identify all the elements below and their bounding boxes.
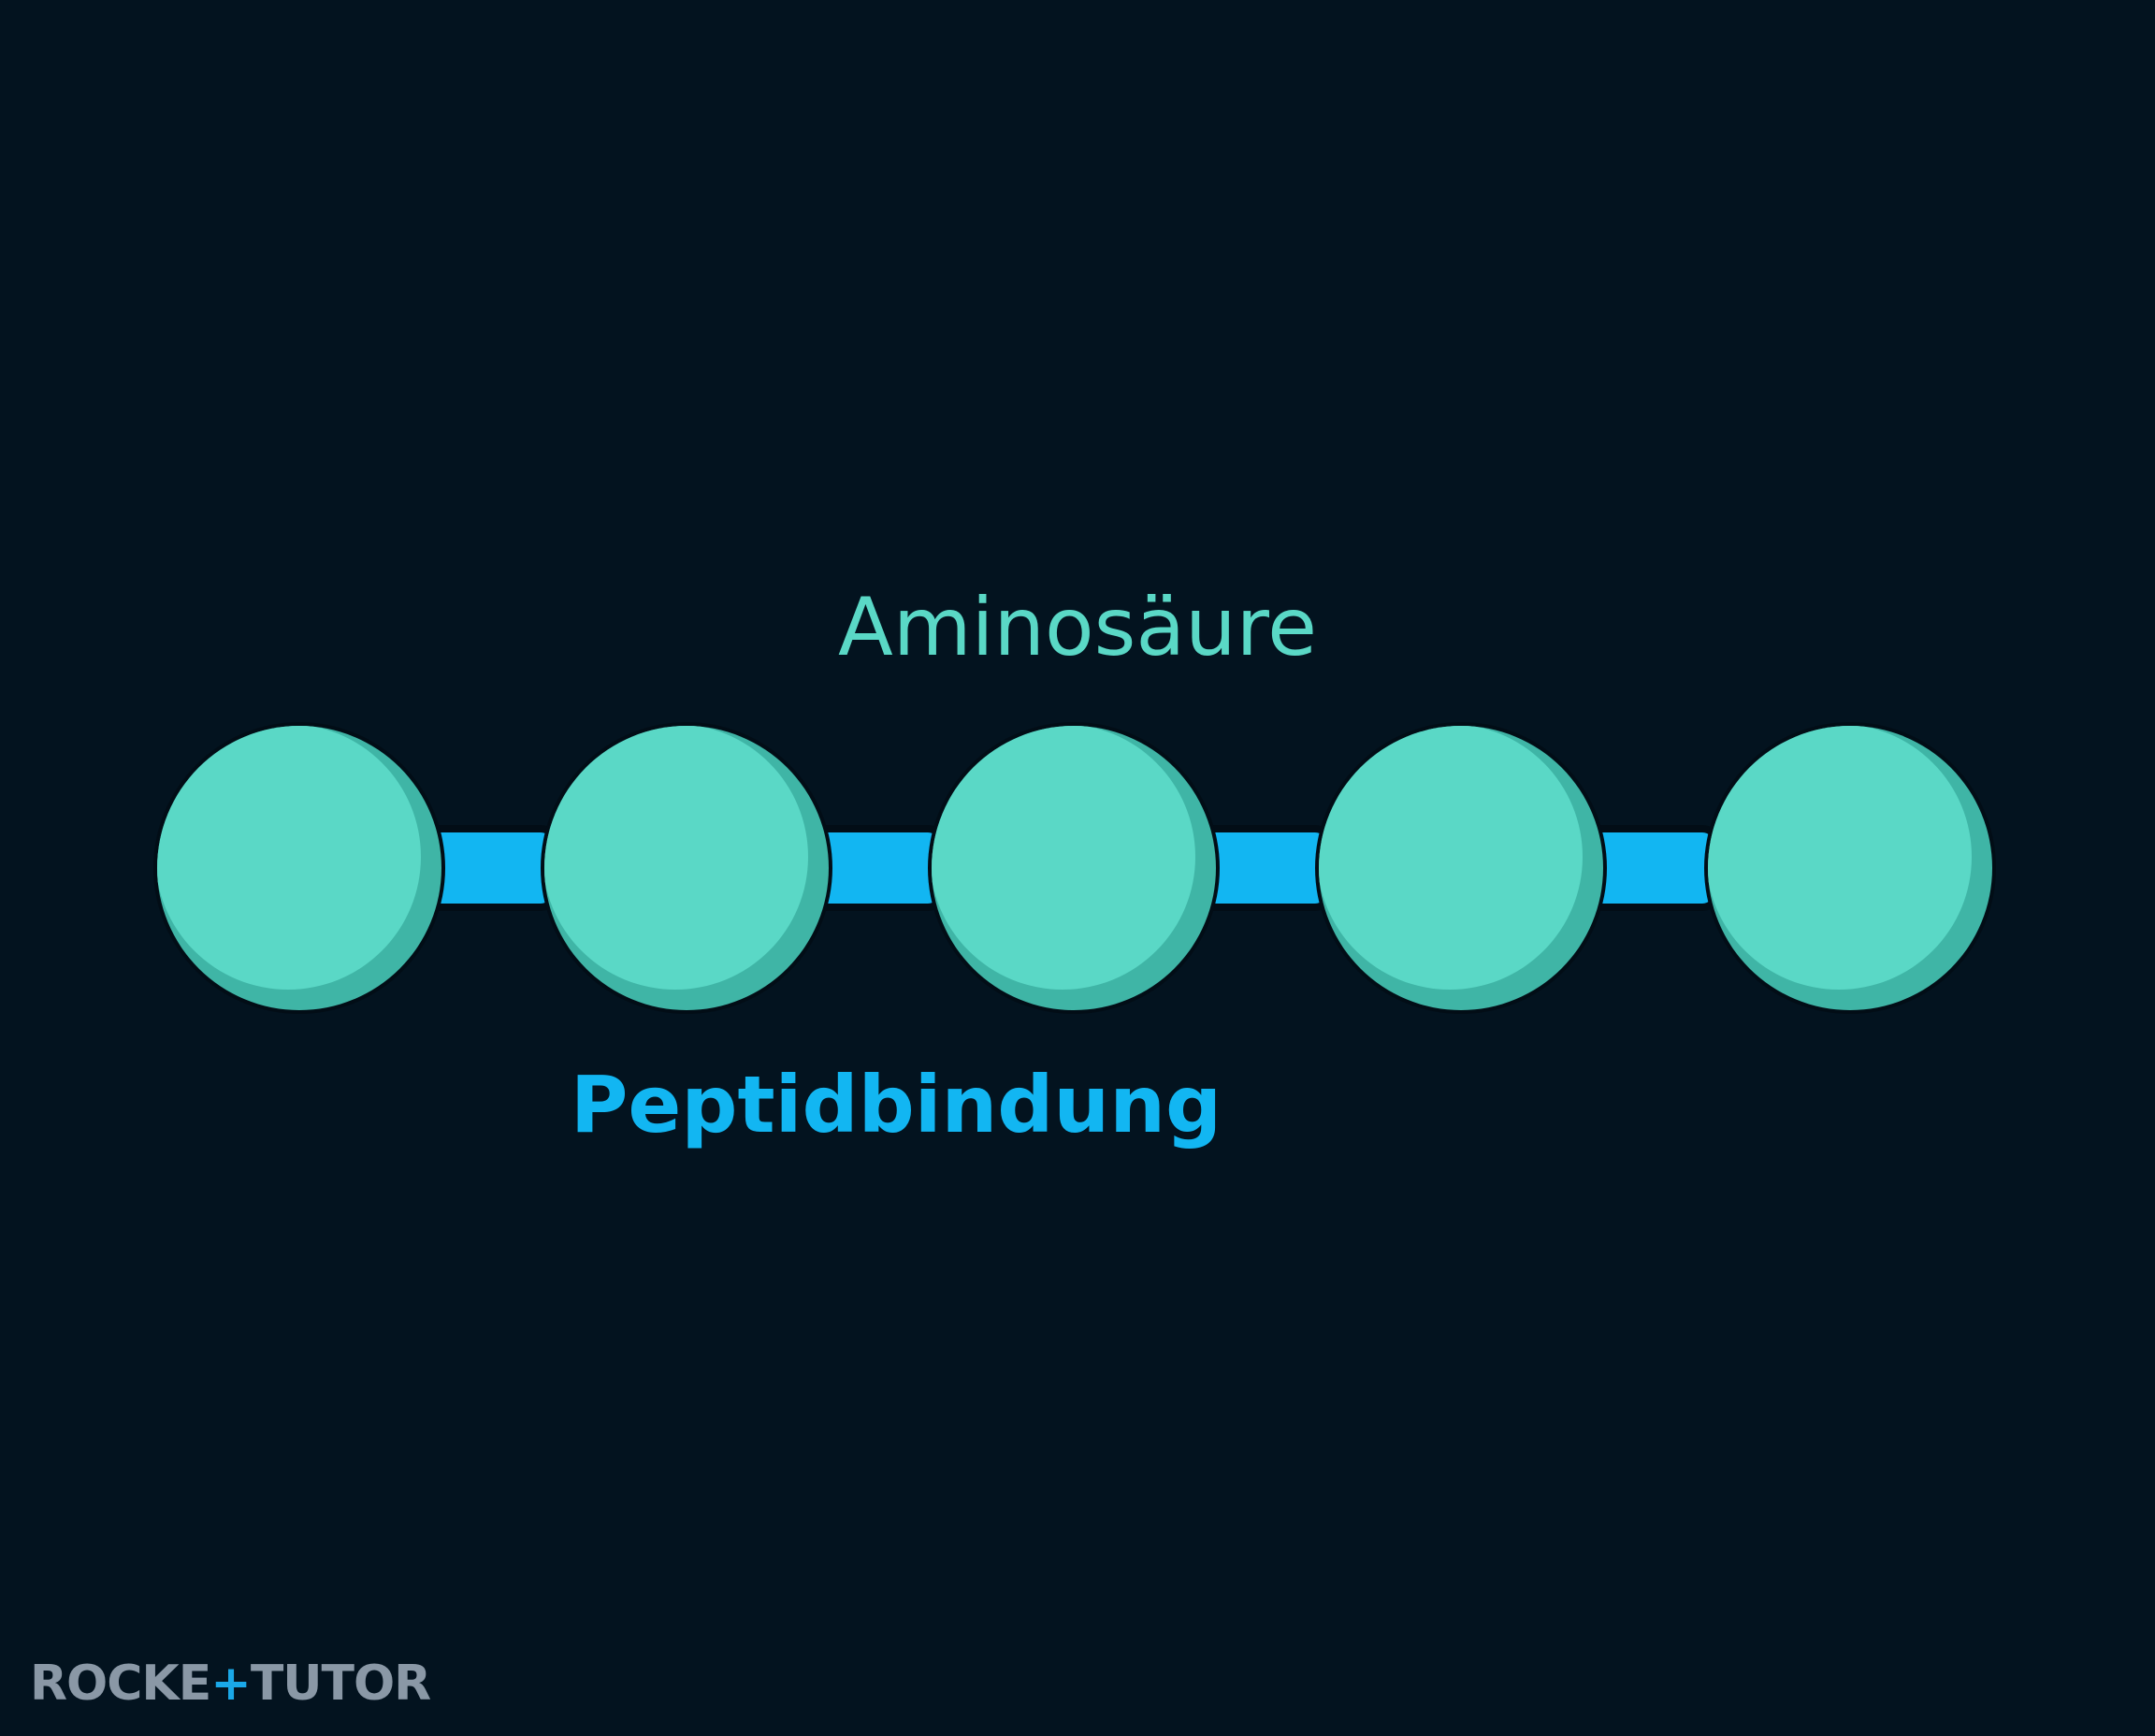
peptide-bond-label: Peptidbindung <box>571 1059 1222 1150</box>
amino-acid-label: Aminosäure <box>838 581 1317 674</box>
logo-text-right: TUTOR <box>250 1656 431 1712</box>
amino-acid-circle <box>1704 722 1996 1014</box>
logo-text-left: ROCKE <box>30 1656 211 1712</box>
logo-plus-icon: + <box>210 1656 252 1712</box>
amino-acid-circle <box>541 722 832 1014</box>
amino-acid-circle <box>1315 722 1607 1014</box>
amino-acids <box>153 722 1996 1014</box>
amino-acid-circle <box>153 722 445 1014</box>
amino-acid-circle <box>928 722 1220 1014</box>
rockettutor-logo: ROCKE+TUTOR <box>30 1656 431 1712</box>
